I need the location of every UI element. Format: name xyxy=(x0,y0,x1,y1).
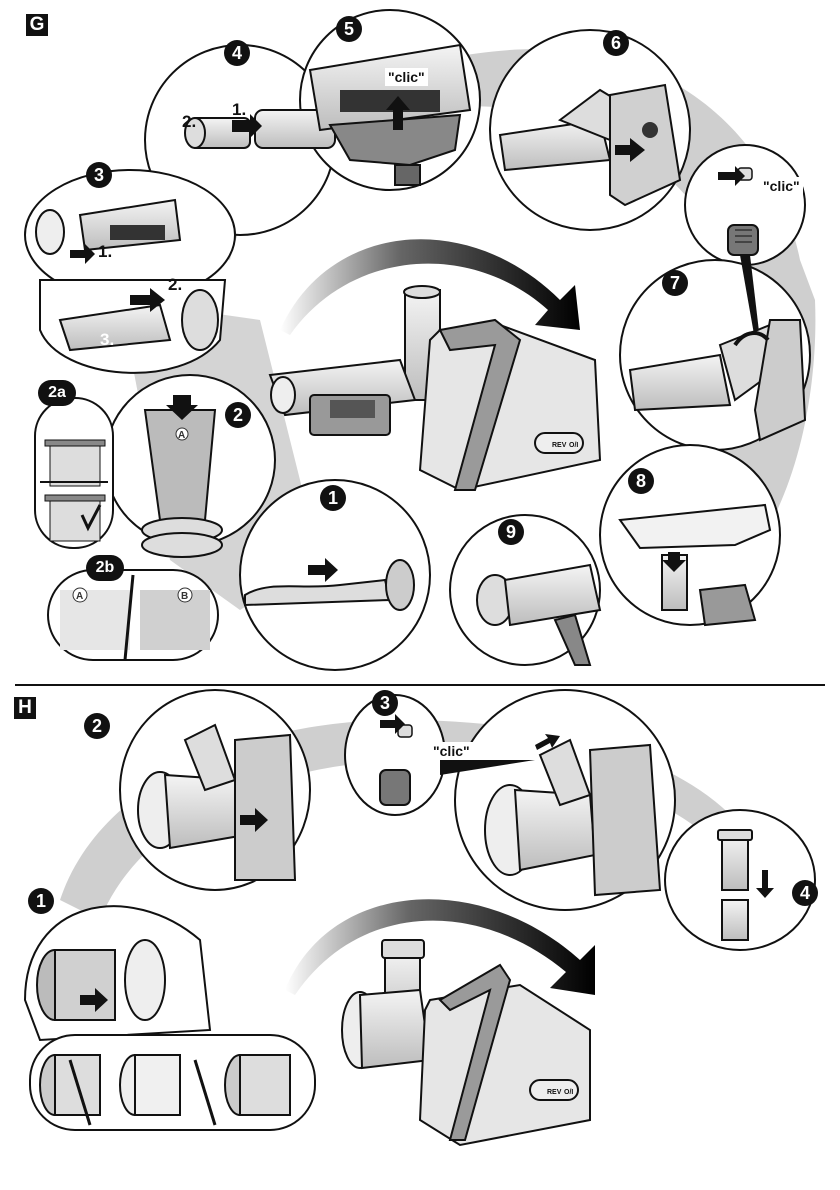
section-h-label: H xyxy=(14,697,36,719)
section-g-label: G xyxy=(26,14,48,36)
step-1-bubble xyxy=(239,479,431,671)
g-step-8-number: 8 xyxy=(628,468,654,494)
g-step-3-number: 3 xyxy=(86,162,112,188)
step-2a-illustration xyxy=(40,439,108,542)
curved-arrow-g xyxy=(280,239,580,335)
rev-button-label-g: REV xyxy=(552,442,567,449)
h-step-4-number: 4 xyxy=(792,880,818,906)
power-button-label-h: O/I xyxy=(564,1089,573,1096)
h-step-1-drums-illustration xyxy=(39,1054,291,1126)
g-step-1-number: 1 xyxy=(320,485,346,511)
step-6-illustration xyxy=(498,83,682,207)
g-step-2-number: 2 xyxy=(225,402,251,428)
rev-button-label-h: REV xyxy=(547,1089,562,1096)
h-clic-inset-illustration xyxy=(379,714,535,806)
strainer-mark-a2-label: A xyxy=(76,591,83,602)
g-step-2b-number: 2b xyxy=(86,555,124,581)
h-step-2-illustration xyxy=(137,723,297,881)
curved-arrow-h xyxy=(285,899,595,995)
g-step-7-number: 7 xyxy=(662,270,688,296)
power-button-label-g: O/I xyxy=(569,442,578,449)
g-step-9-number: 9 xyxy=(498,519,524,545)
vegetable-slicer-h: REV O/I xyxy=(341,939,591,1147)
g-step-5-clic-label: "clic" xyxy=(385,68,428,86)
g-step-3-sub-3: 3. xyxy=(100,330,115,349)
h-step-1-illustration xyxy=(36,939,166,1021)
h-step-3-number: 3 xyxy=(372,690,398,716)
g-step-3-sub-1: 1. xyxy=(98,242,113,261)
step-7-illustration xyxy=(628,319,807,442)
g-step-6-number: 6 xyxy=(603,30,629,56)
step-7-inset-illustration xyxy=(718,166,760,340)
step-1-illustration xyxy=(244,558,415,611)
step-2b-illustration: A B xyxy=(60,574,210,661)
h-step-4-illustration xyxy=(717,829,774,941)
step-3-illustration xyxy=(35,198,219,352)
strainer-mark-a-label: A xyxy=(178,430,185,441)
g-step-4-sub-2: 2. xyxy=(182,112,197,131)
h-step-2-number: 2 xyxy=(84,713,110,739)
g-step-3-sub-2: 2. xyxy=(168,275,183,294)
step-8-illustration xyxy=(618,503,772,627)
h-step-1-number: 1 xyxy=(28,888,54,914)
step-2-illustration: A xyxy=(141,395,223,558)
meat-grinder-g: REV O/I xyxy=(268,285,602,492)
step-9-illustration xyxy=(476,563,602,666)
h-step-3-illustration xyxy=(484,734,662,897)
step-5-illustration xyxy=(308,43,472,186)
step-4-illustration xyxy=(184,109,336,149)
g-step-4-sub-1: 1. xyxy=(232,100,247,119)
g-step-4-number: 4 xyxy=(224,40,250,66)
g-step-2a-number: 2a xyxy=(38,380,76,406)
g-step-5-number: 5 xyxy=(336,16,362,42)
g-step-7-clic-label: "clic" xyxy=(760,177,803,195)
strainer-mark-b-label: B xyxy=(181,591,188,602)
h-clic-label: "clic" xyxy=(430,742,473,760)
